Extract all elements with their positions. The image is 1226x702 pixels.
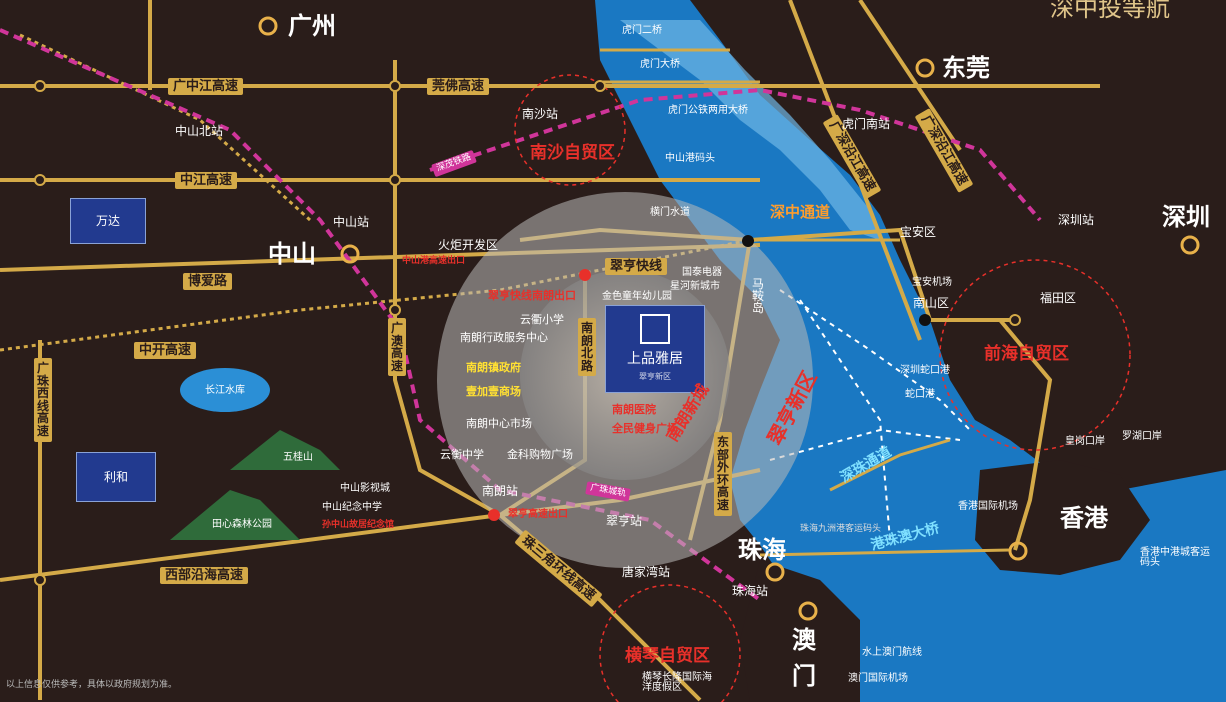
area-zhuhai-ferry: 珠海九洲港客运码头: [800, 524, 882, 534]
road-guangzhu-west: 广珠西线高速: [34, 358, 52, 442]
poi-cuiheng-exit: 翠亨快线南朗出口: [488, 289, 576, 302]
city-dongguan: 东莞: [942, 54, 990, 82]
poi-plaza: 金科购物广场: [507, 448, 573, 461]
footnote: 以上信息仅供参考，具体以政府规划为准。: [6, 680, 178, 690]
road-guanfo: 莞佛高速: [427, 78, 490, 95]
area-zhongshan-port: 中山港码头: [665, 153, 715, 164]
area-maan: 马鞍岛: [752, 277, 765, 315]
road-boai: 博爱路: [183, 273, 233, 290]
road-guangzhong: 广中江高速: [168, 78, 244, 95]
zone-qianhai: 前海自贸区: [984, 344, 1069, 364]
macau-land: [740, 560, 860, 702]
project-sub: 翠亨新区: [639, 372, 671, 381]
poi-nanlang-service: 南朗行政服务中心: [460, 331, 548, 344]
poi-hengqin-chimelong: 横琴长隆国际海洋度假区: [642, 672, 712, 693]
city-zhuhai: 珠海: [738, 536, 786, 564]
road-dongbu: 东部外环高速: [714, 432, 732, 516]
poi-cuiheng-high-exit: 翠亨高速出口: [508, 509, 568, 520]
station-cuiheng[interactable]: 翠亨站: [606, 514, 643, 528]
poi-xinghe: 星河新城市: [670, 281, 720, 292]
poi-guotai: 国泰电器: [682, 267, 722, 278]
road-zhongkai: 中开高速: [134, 342, 197, 359]
road-nanlang-north: 南朗北路: [578, 318, 596, 377]
bridge-humen-rail: 虎门公铁两用大桥: [668, 105, 748, 116]
poi-changjiang: 长江水库: [205, 385, 245, 396]
inner-river: [620, 20, 880, 240]
mountain-tianxin: [170, 490, 300, 540]
road-zhongjiang: 中江高速: [175, 172, 238, 189]
bridge-humen2: 虎门二桥: [622, 25, 662, 36]
station-nanlang[interactable]: 南朗站: [482, 484, 519, 498]
zone-nansha: 南沙自贸区: [530, 143, 615, 163]
wanda-badge[interactable]: 万达: [70, 198, 146, 244]
hongkong-land: [975, 460, 1150, 575]
poi-yijia: 壹加壹商场: [466, 385, 521, 398]
project-name: 上品雅居: [627, 351, 683, 367]
poi-wuguishan: 五桂山: [283, 452, 313, 463]
zone-hengqin: 横琴自贸区: [625, 646, 710, 666]
area-macau-ferry: 水上澳门航线: [862, 647, 922, 658]
poi-jinji: 中山纪念中学: [322, 502, 382, 513]
lihe-badge[interactable]: 利和: [76, 452, 156, 502]
station-tangjiawan[interactable]: 唐家湾站: [622, 565, 671, 579]
mountain-wuguishan: [230, 430, 340, 470]
area-futian: 福田区: [1040, 291, 1077, 305]
poi-nanlang-gov: 南朗镇政府: [466, 361, 521, 374]
area-nanshan: 南山区: [913, 296, 950, 310]
poi-tianxin: 田心森林公园: [212, 519, 272, 530]
station-nansha[interactable]: 南沙站: [522, 107, 559, 121]
station-zhuhai[interactable]: 珠海站: [732, 584, 769, 598]
poi-fitness: 全民健身广场: [612, 422, 678, 435]
project-logo[interactable]: 上品雅居 翠亨新区: [605, 305, 705, 393]
top-right-text: 深中投等航: [1050, 0, 1170, 22]
area-macau-airport: 澳门国际机场: [848, 673, 908, 684]
area-shekou: 蛇口港: [905, 389, 935, 400]
area-luohu: 罗湖口岸: [1122, 431, 1162, 442]
area-shekou-terminal: 深圳蛇口港: [900, 365, 950, 376]
city-macau-2: 门: [792, 662, 816, 690]
poi-yunheng-school: 云衡中学: [440, 448, 484, 461]
poi-film: 中山影视城: [340, 483, 390, 494]
poi-zhongshan-exit: 中山港高速出口: [402, 256, 466, 266]
poi-kindergarten: 金色童年幼儿园: [602, 291, 672, 302]
reservoir: [180, 368, 270, 412]
area-hk-airport: 香港国际机场: [958, 501, 1018, 512]
station-shenzhen[interactable]: 深圳站: [1058, 213, 1095, 227]
area-baoan-airport: 宝安机场: [912, 277, 952, 288]
area-huanggang: 皇岗口岸: [1065, 436, 1105, 447]
city-shenzhen: 深圳: [1162, 203, 1210, 231]
humen-channel: 横门水道: [650, 207, 690, 218]
area-hk-ferry: 香港中港城客运码头: [1140, 547, 1210, 568]
poi-school: 云衢小学: [520, 313, 564, 326]
area-baoan: 宝安区: [900, 225, 937, 239]
bridge-shenzhong: 深中通道: [770, 203, 831, 221]
road-cuiheng: 翠亨快线: [605, 258, 668, 275]
poi-sunyatsen: 孙中山故居纪念馆: [322, 520, 395, 530]
poi-market: 南朗中心市场: [466, 417, 532, 430]
project-icon: [640, 314, 670, 344]
area-huoju: 火炬开发区: [438, 238, 499, 252]
city-hongkong: 香港: [1060, 504, 1108, 532]
city-macau-1: 澳: [792, 626, 816, 654]
station-humen-south[interactable]: 虎门南站: [842, 117, 891, 131]
city-zhongshan: 中山: [268, 240, 316, 268]
station-zhongshan[interactable]: 中山站: [333, 215, 370, 229]
poi-nanlang-hospital: 南朗医院: [612, 403, 656, 416]
bridge-humen: 虎门大桥: [640, 59, 680, 70]
road-guangao: 广澳高速: [388, 318, 406, 377]
station-zhongshan-north[interactable]: 中山北站: [175, 124, 224, 138]
road-xibu: 西部沿海高速: [160, 567, 249, 584]
city-guangzhou: 广州: [288, 12, 336, 40]
